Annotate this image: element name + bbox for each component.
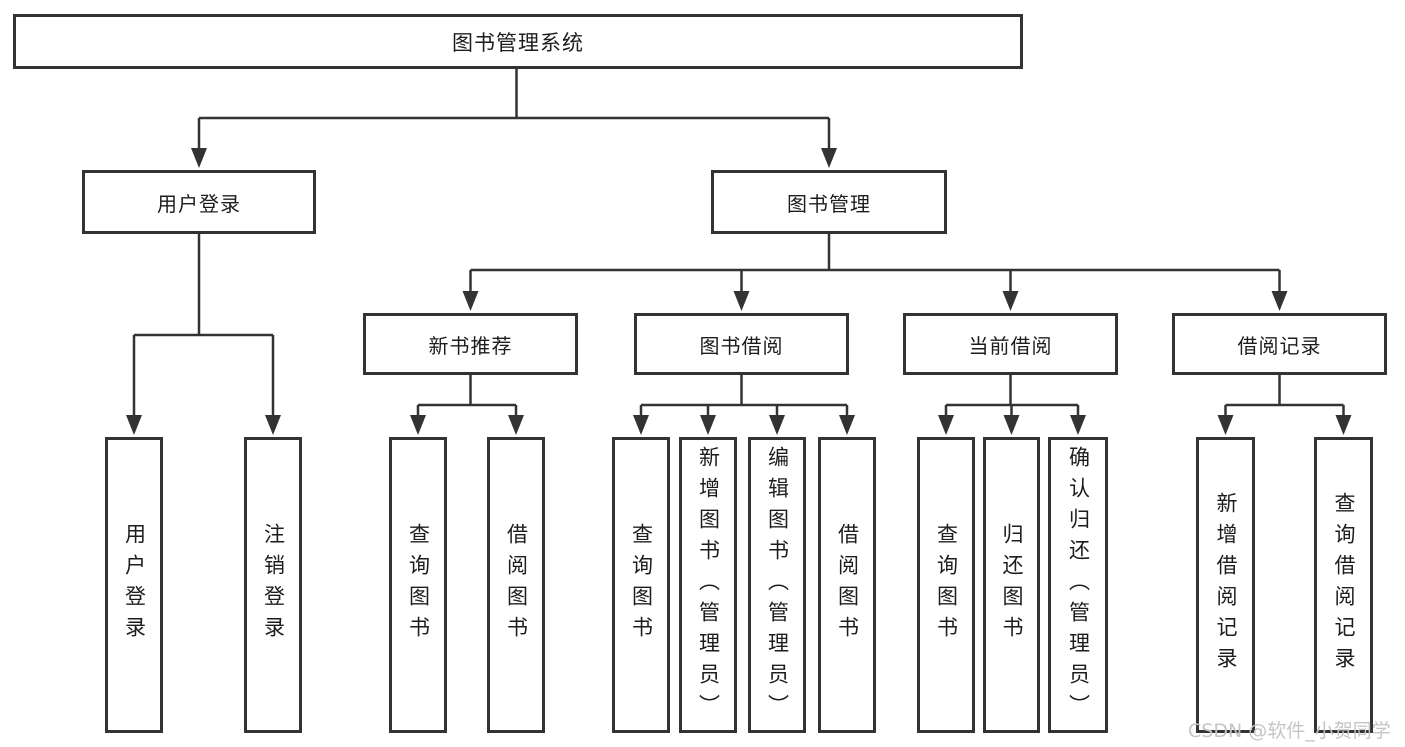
arrow-down-icon — [126, 415, 142, 435]
node-label: 图书管理系统 — [452, 30, 584, 55]
connector-line — [132, 234, 275, 415]
node-label: 用户登录 — [122, 523, 147, 647]
node-label: 查询图书 — [406, 523, 431, 647]
connector-line — [469, 234, 1281, 291]
node-label: 借阅图书 — [835, 523, 860, 647]
arrow-down-icon — [508, 415, 524, 435]
connector-root-to-level2 — [191, 69, 837, 168]
arrow-down-icon — [700, 415, 716, 435]
node-borrow-books-borrowing: 借阅图书 — [818, 437, 876, 733]
node-label: 注销登录 — [261, 523, 286, 647]
node-return-books: 归还图书 — [983, 437, 1040, 733]
node-label: 确认归还（管理员） — [1066, 445, 1091, 725]
node-user-login-leaf: 用户登录 — [105, 437, 163, 733]
arrow-down-icon — [265, 415, 281, 435]
connector-book-management-to-level3 — [462, 234, 1288, 311]
node-label: 新增图书（管理员） — [696, 445, 721, 725]
node-current-borrowing: 当前借阅 — [903, 313, 1118, 375]
connector-user-login-to-leaves — [126, 234, 281, 435]
connector-new-book-recommendation-to-leaves — [410, 375, 524, 435]
arrow-down-icon — [1335, 415, 1352, 435]
node-add-borrow-record: 新增借阅记录 — [1196, 437, 1255, 733]
node-label: 用户登录 — [157, 191, 241, 216]
node-book-borrowing: 图书借阅 — [634, 313, 849, 375]
arrow-down-icon — [462, 291, 479, 311]
node-query-books-recommendation: 查询图书 — [389, 437, 447, 733]
arrow-down-icon — [1217, 415, 1234, 435]
arrow-down-icon — [769, 415, 785, 435]
watermark-text: CSDN @软件_小贺同学 — [1188, 720, 1391, 742]
node-label: 新书推荐 — [428, 333, 513, 358]
node-borrow-books-recommendation: 借阅图书 — [487, 437, 545, 733]
connector-line — [1224, 375, 1345, 415]
arrow-down-icon — [1070, 415, 1086, 435]
node-label: 借阅记录 — [1237, 333, 1322, 358]
connector-line — [944, 375, 1080, 415]
node-label: 图书借阅 — [699, 333, 784, 358]
connector-borrowing-records-to-leaves — [1217, 375, 1352, 435]
node-borrowing-records: 借阅记录 — [1172, 313, 1387, 375]
connector-line — [639, 375, 849, 415]
arrow-down-icon — [191, 148, 207, 168]
arrow-down-icon — [839, 415, 855, 435]
node-label: 新增借阅记录 — [1214, 492, 1238, 678]
node-edit-book-admin: 编辑图书（管理员） — [748, 437, 806, 733]
node-user-login: 用户登录 — [82, 170, 316, 234]
arrow-down-icon — [821, 148, 837, 168]
node-library-management-system: 图书管理系统 — [13, 14, 1023, 69]
connector-line — [416, 375, 518, 415]
node-label: 图书管理 — [787, 191, 871, 216]
arrow-down-icon — [1003, 415, 1020, 435]
connector-line — [197, 69, 831, 148]
arrow-down-icon — [633, 415, 649, 435]
node-book-management: 图书管理 — [711, 170, 947, 234]
connector-book-borrowing-to-leaves — [633, 375, 855, 435]
node-query-borrow-record: 查询借阅记录 — [1314, 437, 1373, 733]
node-label: 查询借阅记录 — [1332, 492, 1356, 678]
arrow-down-icon — [938, 415, 954, 435]
node-label: 归还图书 — [1000, 523, 1024, 647]
arrow-down-icon — [410, 415, 426, 435]
arrow-down-icon — [1271, 291, 1288, 311]
node-query-books-current: 查询图书 — [917, 437, 975, 733]
arrow-down-icon — [1002, 291, 1019, 311]
node-add-book-admin: 新增图书（管理员） — [679, 437, 737, 733]
arrow-down-icon — [733, 291, 750, 311]
node-label: 查询图书 — [934, 523, 959, 647]
node-query-books-borrowing: 查询图书 — [612, 437, 670, 733]
node-label: 借阅图书 — [504, 523, 529, 647]
node-logout: 注销登录 — [244, 437, 302, 733]
node-new-book-recommendation: 新书推荐 — [363, 313, 578, 375]
node-label: 编辑图书（管理员） — [765, 445, 790, 725]
connector-current-borrowing-to-leaves — [938, 375, 1086, 435]
node-label: 当前借阅 — [968, 333, 1053, 358]
node-label: 查询图书 — [629, 523, 654, 647]
node-confirm-return-admin: 确认归还（管理员） — [1048, 437, 1108, 733]
